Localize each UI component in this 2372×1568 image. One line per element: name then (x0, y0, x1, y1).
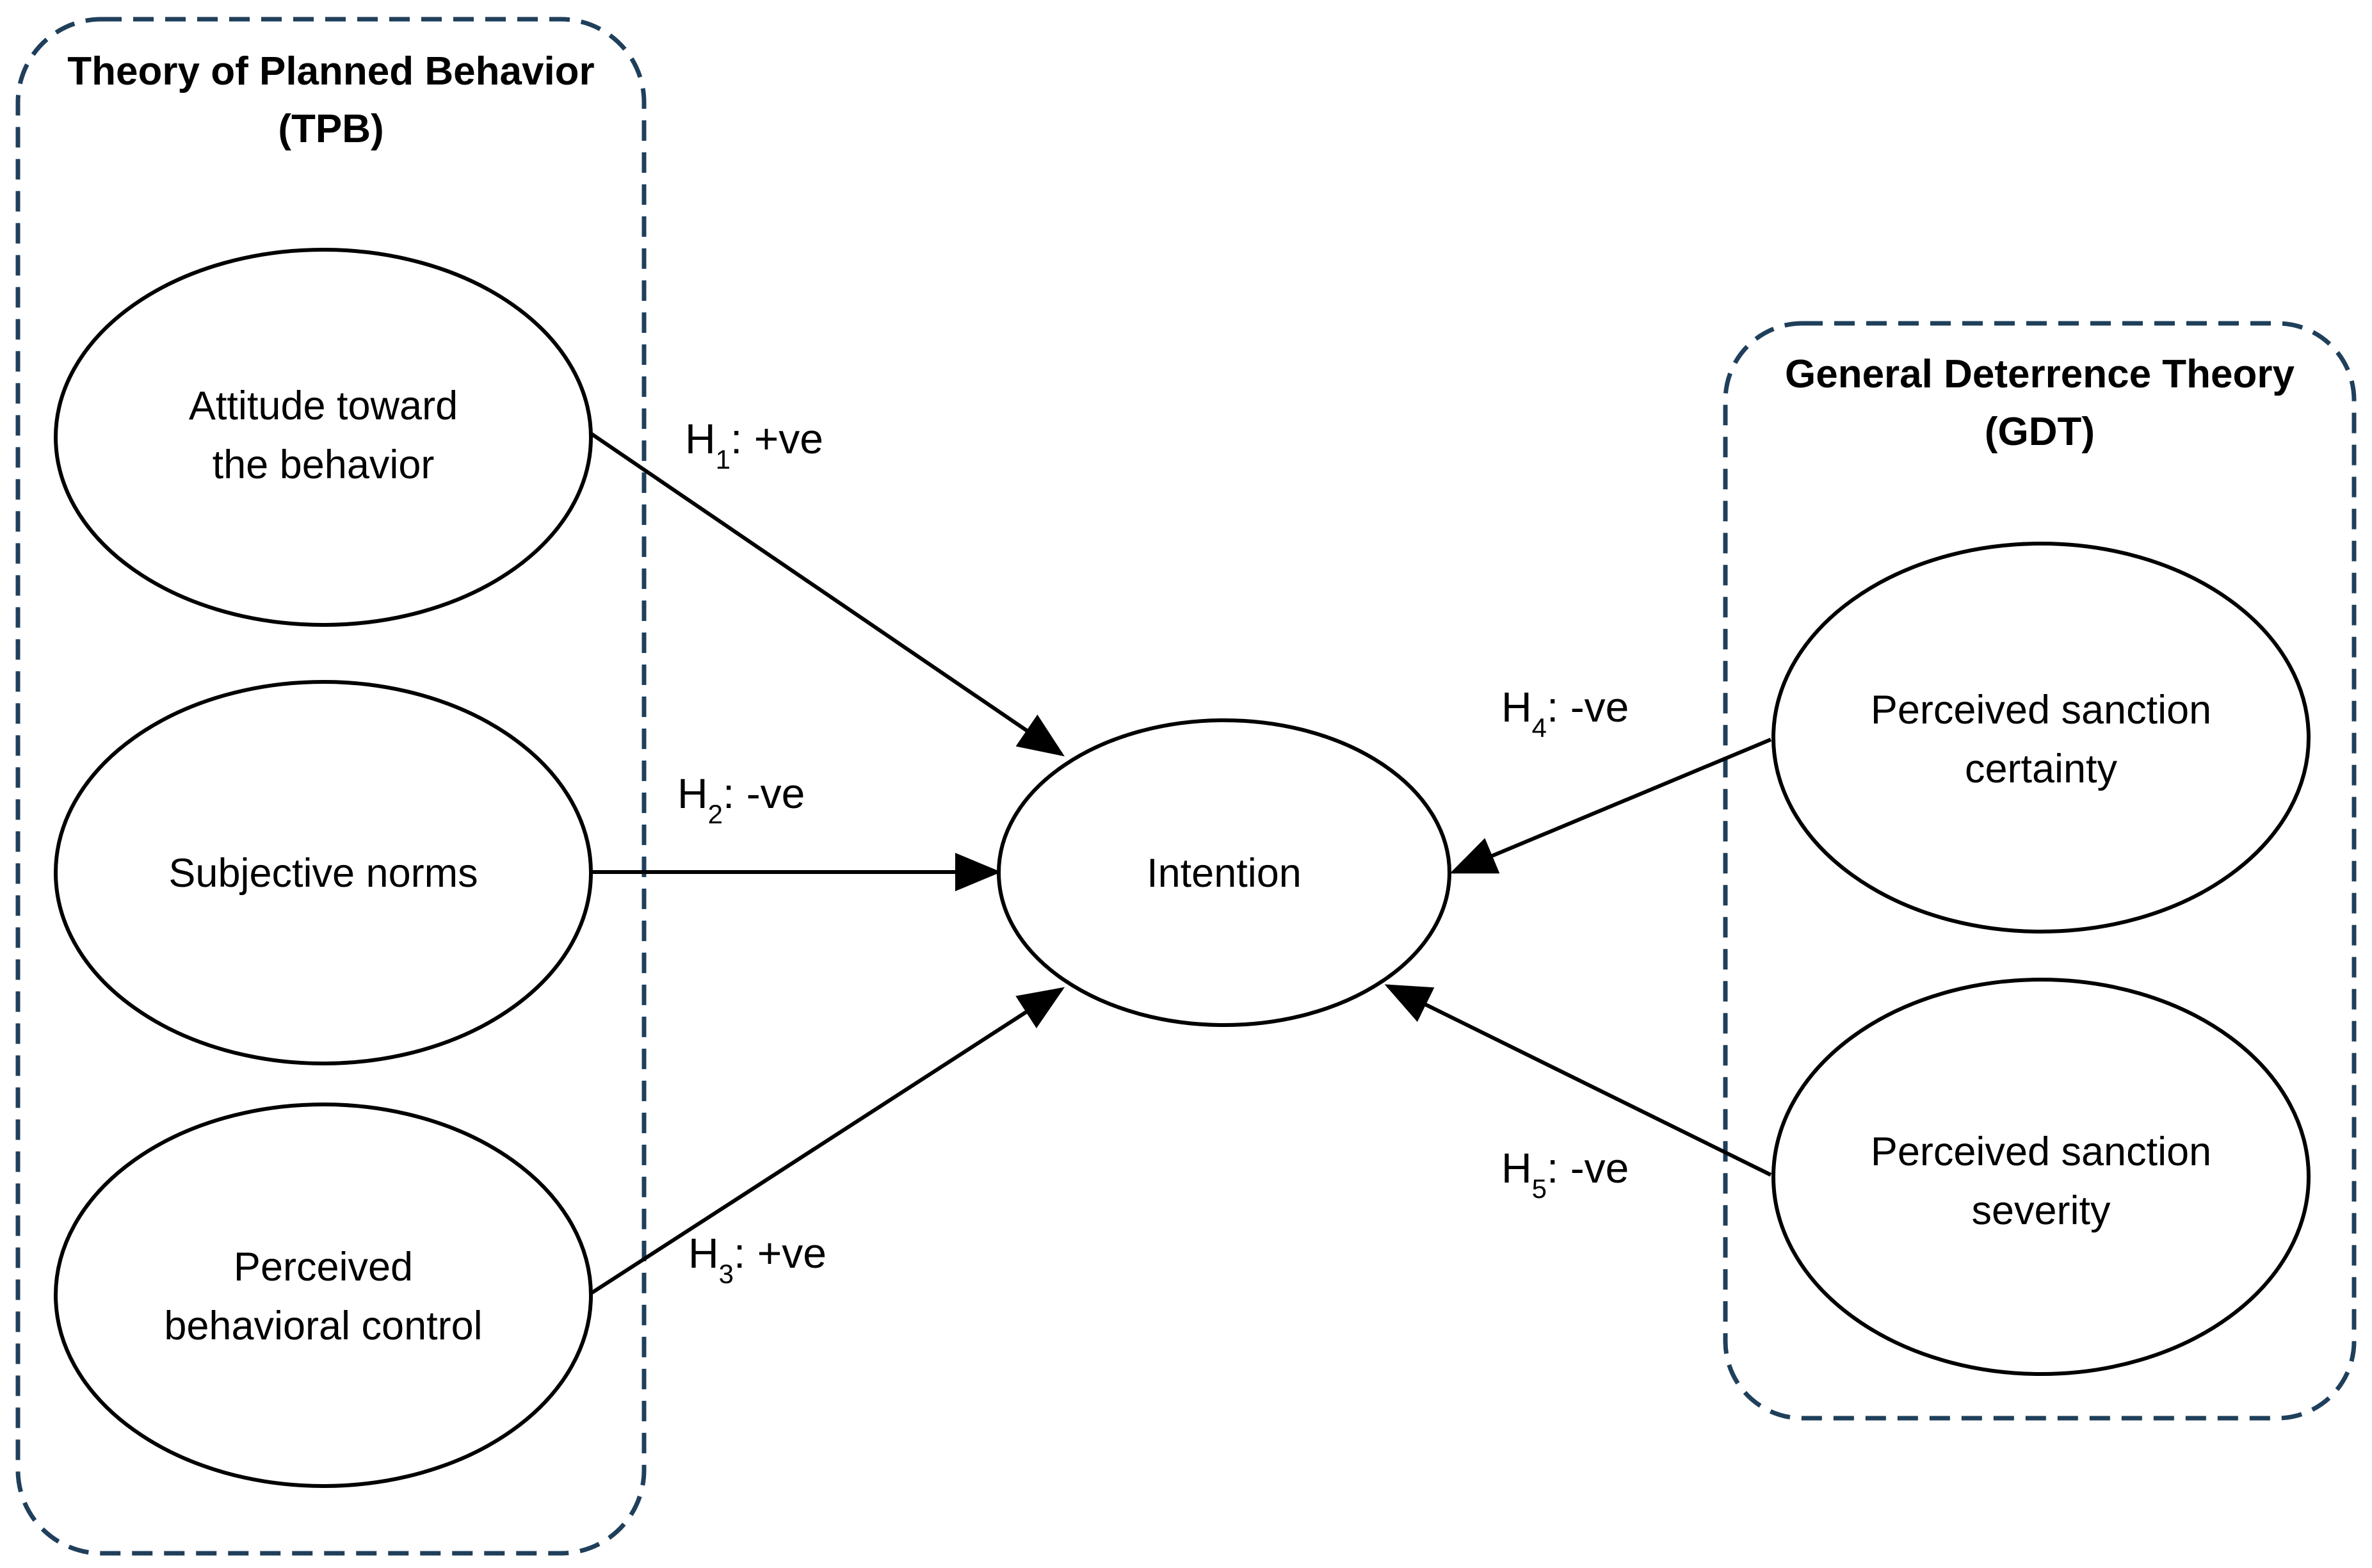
tpb-group: Theory of Planned Behavior (TPB) (15, 17, 647, 1556)
h5-letter: H (1501, 1144, 1532, 1192)
gdt-group-title-line1: General Deterrence Theory (1785, 352, 2295, 396)
node-subjective-norms-label: Subjective norms (168, 851, 478, 896)
h4-subscript: 4 (1532, 713, 1547, 743)
h5-effect: : -ve (1547, 1144, 1629, 1192)
h3-letter: H (688, 1229, 719, 1277)
h4-letter: H (1501, 683, 1532, 731)
h3-subscript: 3 (719, 1259, 734, 1289)
h3-effect: : +ve (734, 1229, 827, 1277)
node-intention: Intention (997, 718, 1451, 1027)
arrow-h1 (588, 430, 1065, 757)
node-severity-ellipse (1771, 978, 2311, 1376)
h4-effect: : -ve (1547, 683, 1629, 731)
paths (588, 430, 1772, 1297)
node-certainty-label-line1: Perceived sanction (1871, 688, 2211, 732)
tpb-group-title-line2: (TPB) (278, 107, 383, 151)
node-pbc-ellipse (54, 1103, 593, 1488)
h2-subscript: 2 (708, 799, 723, 829)
h2-effect: : -ve (723, 770, 805, 817)
arrow-h4 (1449, 738, 1772, 874)
node-attitude: Attitude toward the behavior (54, 248, 593, 627)
node-pbc-label-line2: behavioral control (164, 1304, 482, 1348)
tpb-group-title-line1: Theory of Planned Behavior (67, 49, 594, 93)
node-subjective-norms: Subjective norms (54, 680, 593, 1065)
hypothesis-h4-label: H4: -ve (1501, 683, 1629, 743)
tpb-group-border (15, 17, 647, 1556)
node-severity-label-line2: severity (1971, 1188, 2111, 1233)
hypothesis-h5-label: H5: -ve (1501, 1144, 1629, 1204)
node-sanction-certainty: Perceived sanction certainty (1771, 542, 2311, 934)
h1-letter: H (685, 415, 716, 462)
arrow-h3 (588, 987, 1065, 1297)
node-attitude-label-line1: Attitude toward (189, 384, 458, 428)
node-subjective-norms-ellipse (54, 680, 593, 1065)
h1-subscript: 1 (716, 444, 730, 474)
node-certainty-label-line2: certainty (1965, 747, 2118, 791)
gdt-group-title-line2: (GDT) (1985, 410, 2095, 454)
node-severity-label-line1: Perceived sanction (1871, 1129, 2211, 1174)
gdt-group-border (1723, 321, 2357, 1421)
gdt-group: General Deterrence Theory (GDT) (1723, 321, 2357, 1421)
node-certainty-ellipse (1771, 542, 2311, 934)
hypothesis-h3-label: H3: +ve (688, 1229, 827, 1289)
h2-letter: H (677, 770, 708, 817)
node-intention-ellipse (997, 718, 1451, 1027)
node-pbc-label-line1: Perceived (234, 1245, 413, 1289)
hypothesis-h2-label: H2: -ve (677, 770, 805, 829)
h5-subscript: 5 (1532, 1174, 1547, 1204)
arrow-h5 (1384, 984, 1772, 1177)
node-intention-label: Intention (1147, 851, 1302, 896)
hypothesis-h1-label: H1: +ve (685, 415, 823, 474)
node-attitude-ellipse (54, 248, 593, 627)
node-sanction-severity: Perceived sanction severity (1771, 978, 2311, 1376)
node-attitude-label-line2: the behavior (213, 442, 435, 487)
node-perceived-behavioral-control: Perceived behavioral control (54, 1103, 593, 1488)
h1-effect: : +ve (730, 415, 823, 462)
